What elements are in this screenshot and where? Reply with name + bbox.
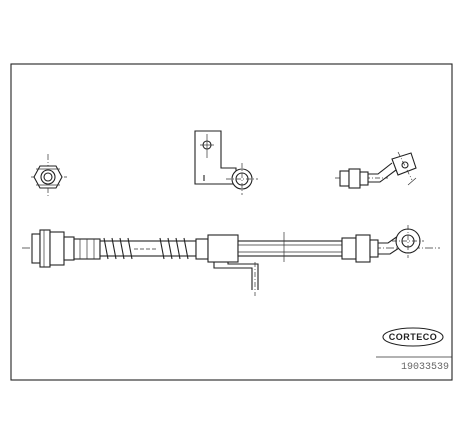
drawing-border xyxy=(10,63,453,381)
part-number: 19033539 xyxy=(401,362,449,373)
bracket-detail xyxy=(194,130,258,195)
nut-end-view xyxy=(31,154,67,198)
angled-fitting-detail xyxy=(335,151,417,189)
brand-label: CORTECO xyxy=(389,332,438,342)
corteco-logo: CORTECO xyxy=(382,327,444,347)
brake-hose-assembly xyxy=(22,225,440,296)
